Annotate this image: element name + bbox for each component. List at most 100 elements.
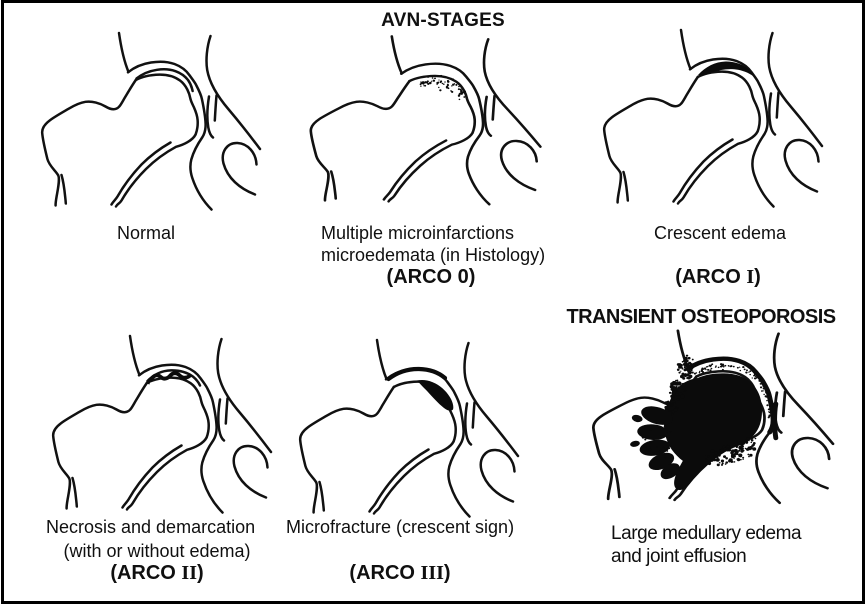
stipple-dot [445,85,449,89]
stipple-dot [729,445,731,447]
stipple-dot [427,82,430,85]
stage-label-arco-2: (ARCO II) [57,562,257,585]
caption-transient-line-2: and joint effusion [611,546,747,567]
stipple-dot [738,449,741,452]
stipple-dot [436,81,439,85]
stipple-dot [739,369,742,372]
stipple-dot [703,367,707,370]
edema-finger-lobe [631,414,643,423]
stipple-dot [733,457,735,460]
stipple-dot [736,366,739,369]
stipple-dot [717,454,721,457]
hip-base-lines [309,35,542,206]
stipple-dot [667,401,671,405]
stipple-dot [675,393,679,396]
stipple-dot [420,82,423,85]
figure-title: AVN-STAGES [381,10,505,31]
hip-base-lines [602,28,824,208]
stipple-dot [742,458,744,460]
joint-effusion-bar [772,401,779,441]
stipple-dot [755,377,758,379]
stipple-dot [658,426,661,429]
stipple-dot [723,455,727,458]
stipple-dot [749,453,753,457]
stipple-dot [769,404,773,408]
stipple-dot [675,385,678,387]
stage-numeral: II [181,561,197,584]
stipple-dot [710,459,714,462]
stipple-dot [691,358,694,361]
stipple-dot [722,450,724,453]
stipple-dot [446,84,450,87]
hip-base-lines [298,338,520,518]
stipple-dot [675,379,677,382]
stipple-dot [671,394,674,397]
caption-normal: Normal [116,223,175,243]
stipple-dot [719,449,721,451]
stipple-dot [680,394,685,399]
stage-suffix: ) [197,561,204,584]
hip-drawing-arco-3 [298,338,520,518]
stipple-dot [668,447,671,450]
stipple-dot [716,463,720,467]
stipple-dot [709,369,712,372]
stipple-dot [424,84,427,87]
stipple-dot [683,374,685,376]
stipple-dot [750,441,753,444]
stipple-dot [643,445,646,447]
microinfarction-stipple [419,74,467,101]
stipple-dot [689,366,694,370]
stipple-dot [670,410,673,413]
stipple-dot [648,448,652,451]
stipple-dot [732,365,735,368]
stipple-dot [664,457,667,459]
stipple-dot [681,385,683,387]
stipple-dot [760,390,763,392]
stipple-dot [641,436,645,439]
stipple-dot [762,385,765,388]
stipple-dot [722,366,725,368]
stipple-dot [685,354,689,357]
stipple-dot [681,367,684,370]
stipple-dot [666,404,669,407]
caption-arco-3: Microfracture (crescent sign) [286,516,515,537]
stipple-dot [693,372,697,375]
stipple-dot [767,398,771,401]
stipple-dot [752,443,755,447]
stipple-dot [751,377,753,379]
stipple-dot [762,387,765,390]
stipple-dot [685,368,687,370]
stipple-dot [714,450,718,455]
stipple-dot [721,364,724,367]
stipple-dot [731,460,734,463]
caption-arco-0-line-2: microedemata (in Histology) [321,245,546,265]
stipple-dot [705,366,708,368]
stipple-dot [672,402,674,404]
stipple-dot [691,371,694,374]
stipple-dot [687,369,691,373]
stipple-dot [733,461,736,463]
stipple-dot [705,369,707,371]
stipple-dot [724,364,727,367]
stipple-dot [676,406,679,409]
stipple-dot [690,362,693,366]
stipple-dot [749,370,752,372]
stipple-dot [669,384,674,389]
stipple-dot [656,446,658,448]
stipple-dot [652,452,655,455]
stipple-dot [446,79,450,82]
stipple-dot [740,447,744,451]
stipple-dot [680,387,684,390]
stipple-dot [675,381,680,386]
stipple-dot [767,393,770,396]
stipple-dot [731,443,736,448]
stipple-dot [765,395,768,398]
stipple-dot [708,364,712,367]
stipple-dot [683,390,686,393]
caption-arco-2-line-1: Necrosis and demarcation [46,516,256,537]
stipple-dot [440,74,443,77]
hip-base-lines [51,334,273,514]
stipple-dot [710,367,713,370]
stipple-dot [645,446,647,448]
